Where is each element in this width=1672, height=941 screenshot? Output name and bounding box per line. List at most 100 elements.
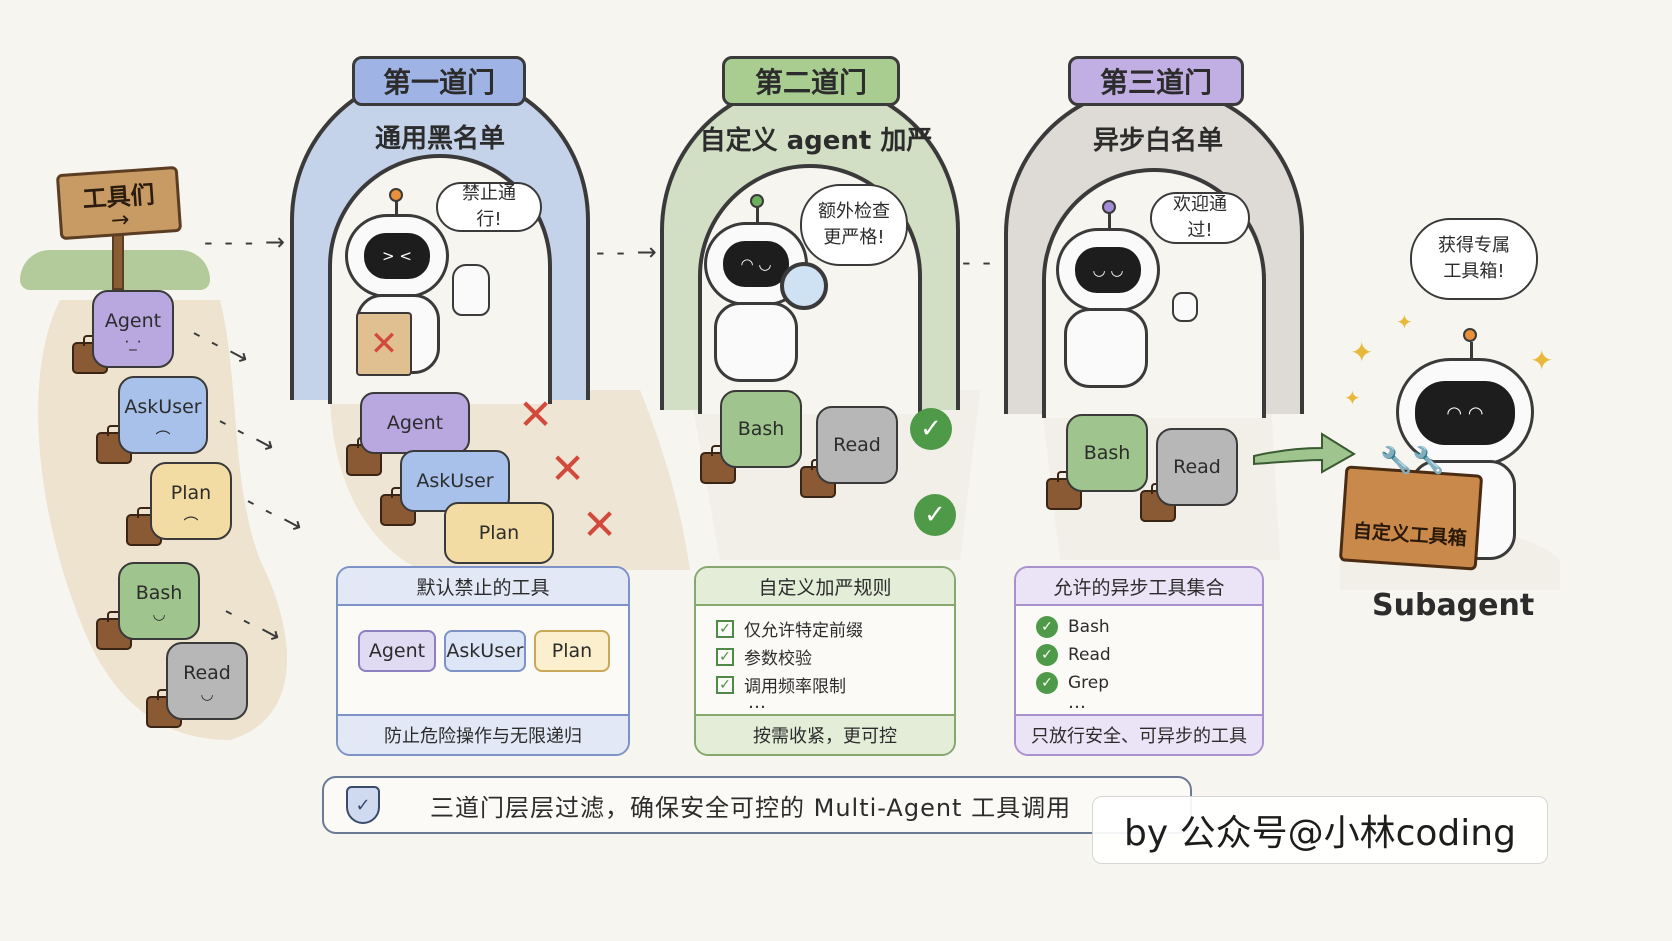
sign-post [112, 232, 124, 290]
check-circle-icon: ✓ [910, 408, 952, 450]
clipboard-x-icon: ✕ [356, 312, 412, 376]
custom-toolbox: 自定义工具箱 [1338, 465, 1484, 571]
subagent-robot-head: ◠ ◠ [1396, 358, 1534, 466]
robot-angry-face: > < [364, 233, 430, 279]
tool-label: Agent [386, 412, 444, 434]
panel-title: 自定义加严规则 [696, 568, 954, 606]
gate-3-tag: 第三道门 [1068, 56, 1244, 106]
tool-label: Agent [104, 310, 162, 332]
summary-text: 三道门层层过滤，确保安全可控的 Multi-Agent 工具调用 [430, 793, 1072, 822]
robot-antenna-ball [1102, 200, 1116, 214]
gate-2-speech-bubble: 额外检查 更严格! [800, 184, 908, 266]
shield-check-icon: ✓ [346, 786, 380, 824]
check-circle-icon: ✓ [1036, 672, 1058, 694]
watermark: by 公众号@小林coding [1092, 796, 1548, 864]
gate-1-tag: 第一道门 [352, 56, 526, 106]
allowed-tool-item: ✓ Bash [1036, 616, 1110, 638]
robot-antenna [1108, 212, 1111, 230]
tools-signpost: 工具们 → [55, 165, 183, 241]
gate-3-speech-bubble: 欢迎通过! [1150, 192, 1250, 244]
gate-2-tag: 第二道门 [722, 56, 900, 106]
rule-item: ✓ 调用频率限制 [716, 672, 846, 697]
checkbox-checked-icon: ✓ [716, 675, 734, 694]
robot-antenna-ball [389, 188, 403, 202]
tool-label: Read [1173, 456, 1221, 478]
gate-1-subtitle: 通用黑名单 [374, 124, 505, 154]
tool-label: Plan [170, 482, 212, 504]
tool-plan: Plan ︵ [150, 462, 232, 540]
summary-banner: ✓ 三道门层层过滤，确保安全可控的 Multi-Agent 工具调用 [322, 776, 1192, 834]
arrow-right-icon [1253, 432, 1356, 474]
robot-guard-1-head: > < [345, 214, 449, 298]
robot-happy-face: ◡ ◡ [1075, 247, 1141, 293]
allowed-tool-label: Bash [1068, 617, 1110, 637]
tool-agent: Agent ·_· [92, 290, 174, 368]
passing-tool-bash: Bash [1066, 414, 1148, 492]
robot-guard-3-head: ◡ ◡ [1056, 228, 1160, 312]
blocked-tool-agent: Agent [360, 392, 470, 454]
tools-ellipsis: … [1068, 692, 1086, 713]
sparkle-icon: ✦ [1530, 344, 1554, 377]
check-circle-icon: ✓ [1036, 644, 1058, 666]
check-circle-icon: ✓ [914, 494, 956, 536]
dashed-arrow-icon: - - - → [204, 228, 287, 256]
passing-tool-read: Read [816, 406, 898, 484]
robot-antenna [756, 206, 759, 224]
robot-antenna [395, 200, 398, 218]
tool-face: ︵ [155, 419, 171, 437]
checkbox-checked-icon: ✓ [716, 619, 734, 638]
tool-label: Read [833, 434, 881, 456]
sparkle-icon: ✦ [1396, 310, 1413, 334]
panel-title: 允许的异步工具集合 [1016, 568, 1262, 606]
robot-guard-2-body [714, 302, 798, 382]
x-mark-icon: ✕ [550, 444, 586, 493]
tool-read: Read ◡ [166, 642, 248, 720]
tool-bash: Bash ◡ [118, 562, 200, 640]
gate-2-subtitle: 自定义 agent 加严 [699, 126, 933, 156]
checkbox-checked-icon: ✓ [716, 647, 734, 666]
robot-smile-face: ◠ ◡ [723, 241, 789, 287]
allowed-tool-item: ✓ Read [1036, 644, 1111, 666]
tool-label: Bash [1083, 442, 1131, 464]
dashed-arrow-icon: - - → [596, 238, 659, 266]
gate-3-subtitle: 异步白名单 [1092, 126, 1223, 156]
wrench-icon: 🔧🔧 [1380, 446, 1445, 476]
panel-footer: 防止危险操作与无限递归 [338, 714, 628, 754]
subagent-speech-bubble: 获得专属 工具箱! [1410, 218, 1538, 300]
panel-footer: 只放行安全、可异步的工具 [1016, 714, 1262, 754]
tool-label: Bash [737, 418, 785, 440]
rule-label: 仅允许特定前缀 [744, 621, 863, 641]
thumbs-up-icon [1172, 292, 1198, 322]
tool-label: Plan [478, 522, 520, 544]
magnifier-icon [780, 262, 828, 310]
chip-plan: Plan [534, 630, 610, 672]
robot-antenna-ball [1463, 328, 1477, 342]
blocked-tool-plan: Plan [444, 502, 554, 564]
tool-label: AskUser [416, 470, 494, 492]
tool-label: Bash [135, 582, 183, 604]
sparkle-icon: ✦ [1350, 336, 1374, 369]
passing-tool-read: Read [1156, 428, 1238, 506]
robot-antenna [1470, 342, 1473, 360]
rules-ellipsis: … [748, 692, 766, 713]
sparkle-icon: ✦ [1344, 386, 1361, 410]
arrow-right-icon: → [110, 206, 131, 234]
rule-label: 参数校验 [744, 649, 812, 669]
rule-item: ✓ 仅允许特定前缀 [716, 616, 863, 641]
allowed-tool-item: ✓ Grep [1036, 672, 1109, 694]
robot-guard-2-head: ◠ ◡ [704, 222, 808, 306]
panel-footer: 按需收紧，更可控 [696, 714, 954, 754]
x-mark-icon: ✕ [582, 500, 618, 549]
tool-face: ︵ [183, 505, 199, 523]
passing-tool-bash: Bash [720, 390, 802, 468]
robot-antenna-ball [750, 194, 764, 208]
chip-askuser: AskUser [444, 630, 526, 672]
tool-label: AskUser [124, 396, 202, 418]
gate-1-speech-bubble: 禁止通行! [436, 182, 542, 232]
panel-default-blocked: 默认禁止的工具 Agent AskUser Plan 防止危险操作与无限递归 [336, 566, 630, 756]
rule-item: ✓ 参数校验 [716, 644, 812, 669]
rule-label: 调用频率限制 [744, 677, 846, 697]
chip-agent: Agent [358, 630, 436, 672]
x-mark-icon: ✕ [518, 390, 554, 439]
toolbox-label: 自定义工具箱 [1352, 520, 1468, 550]
